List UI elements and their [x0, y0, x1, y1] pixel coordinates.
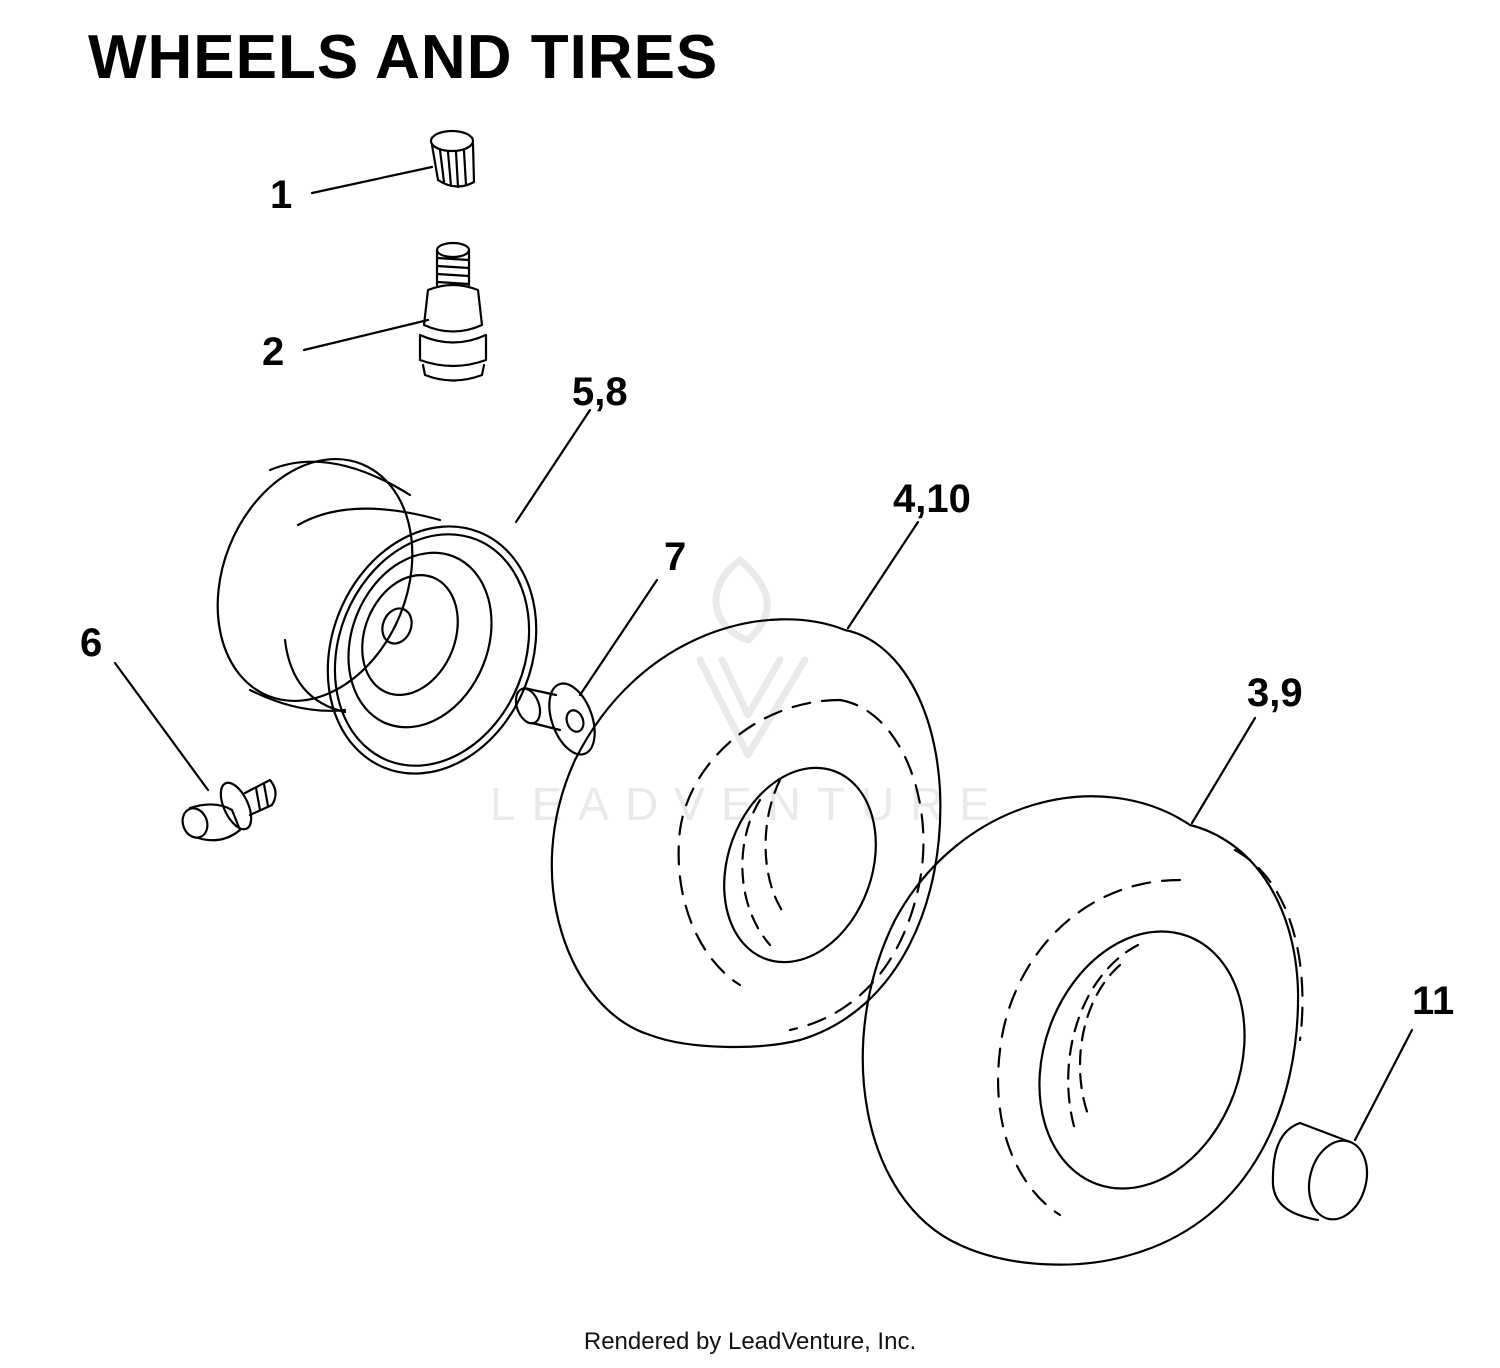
leader-line [113, 661, 210, 792]
callout-labels: 1 2 5,8 4,10 7 6 3,9 11 [80, 173, 1454, 1023]
valve-stem-icon [418, 241, 488, 382]
leader-line [310, 165, 434, 195]
leader-line [302, 318, 430, 352]
watermark-logo-icon [696, 556, 809, 759]
leader-line [1353, 1028, 1414, 1142]
bushing-icon [514, 682, 596, 756]
watermark-text: LEADVENTURE [490, 778, 1006, 830]
callout-4-10: 4,10 [893, 477, 971, 521]
callout-11: 11 [1412, 979, 1454, 1023]
callout-6: 6 [80, 621, 102, 665]
callout-1: 1 [270, 173, 292, 217]
valve-cap-icon [429, 129, 476, 189]
leader-line [846, 520, 920, 630]
leader-line [1190, 716, 1257, 825]
leader-line [514, 408, 592, 524]
callout-5-8: 5,8 [572, 370, 628, 414]
footer-credit: Rendered by LeadVenture, Inc. [583, 1328, 917, 1355]
callout-7: 7 [664, 535, 686, 579]
cap-icon [1271, 1121, 1369, 1222]
tire-icon [550, 618, 942, 1049]
watermark: LEADVENTURE [490, 556, 1006, 830]
rim-icon [216, 457, 538, 775]
leader-line [578, 578, 659, 697]
grease-fitting-icon [181, 778, 277, 842]
callout-2: 2 [262, 330, 284, 374]
callout-3-9: 3,9 [1247, 671, 1303, 715]
page-title: WHEELS AND TIRES [88, 23, 719, 92]
tire-icon [861, 795, 1304, 1266]
